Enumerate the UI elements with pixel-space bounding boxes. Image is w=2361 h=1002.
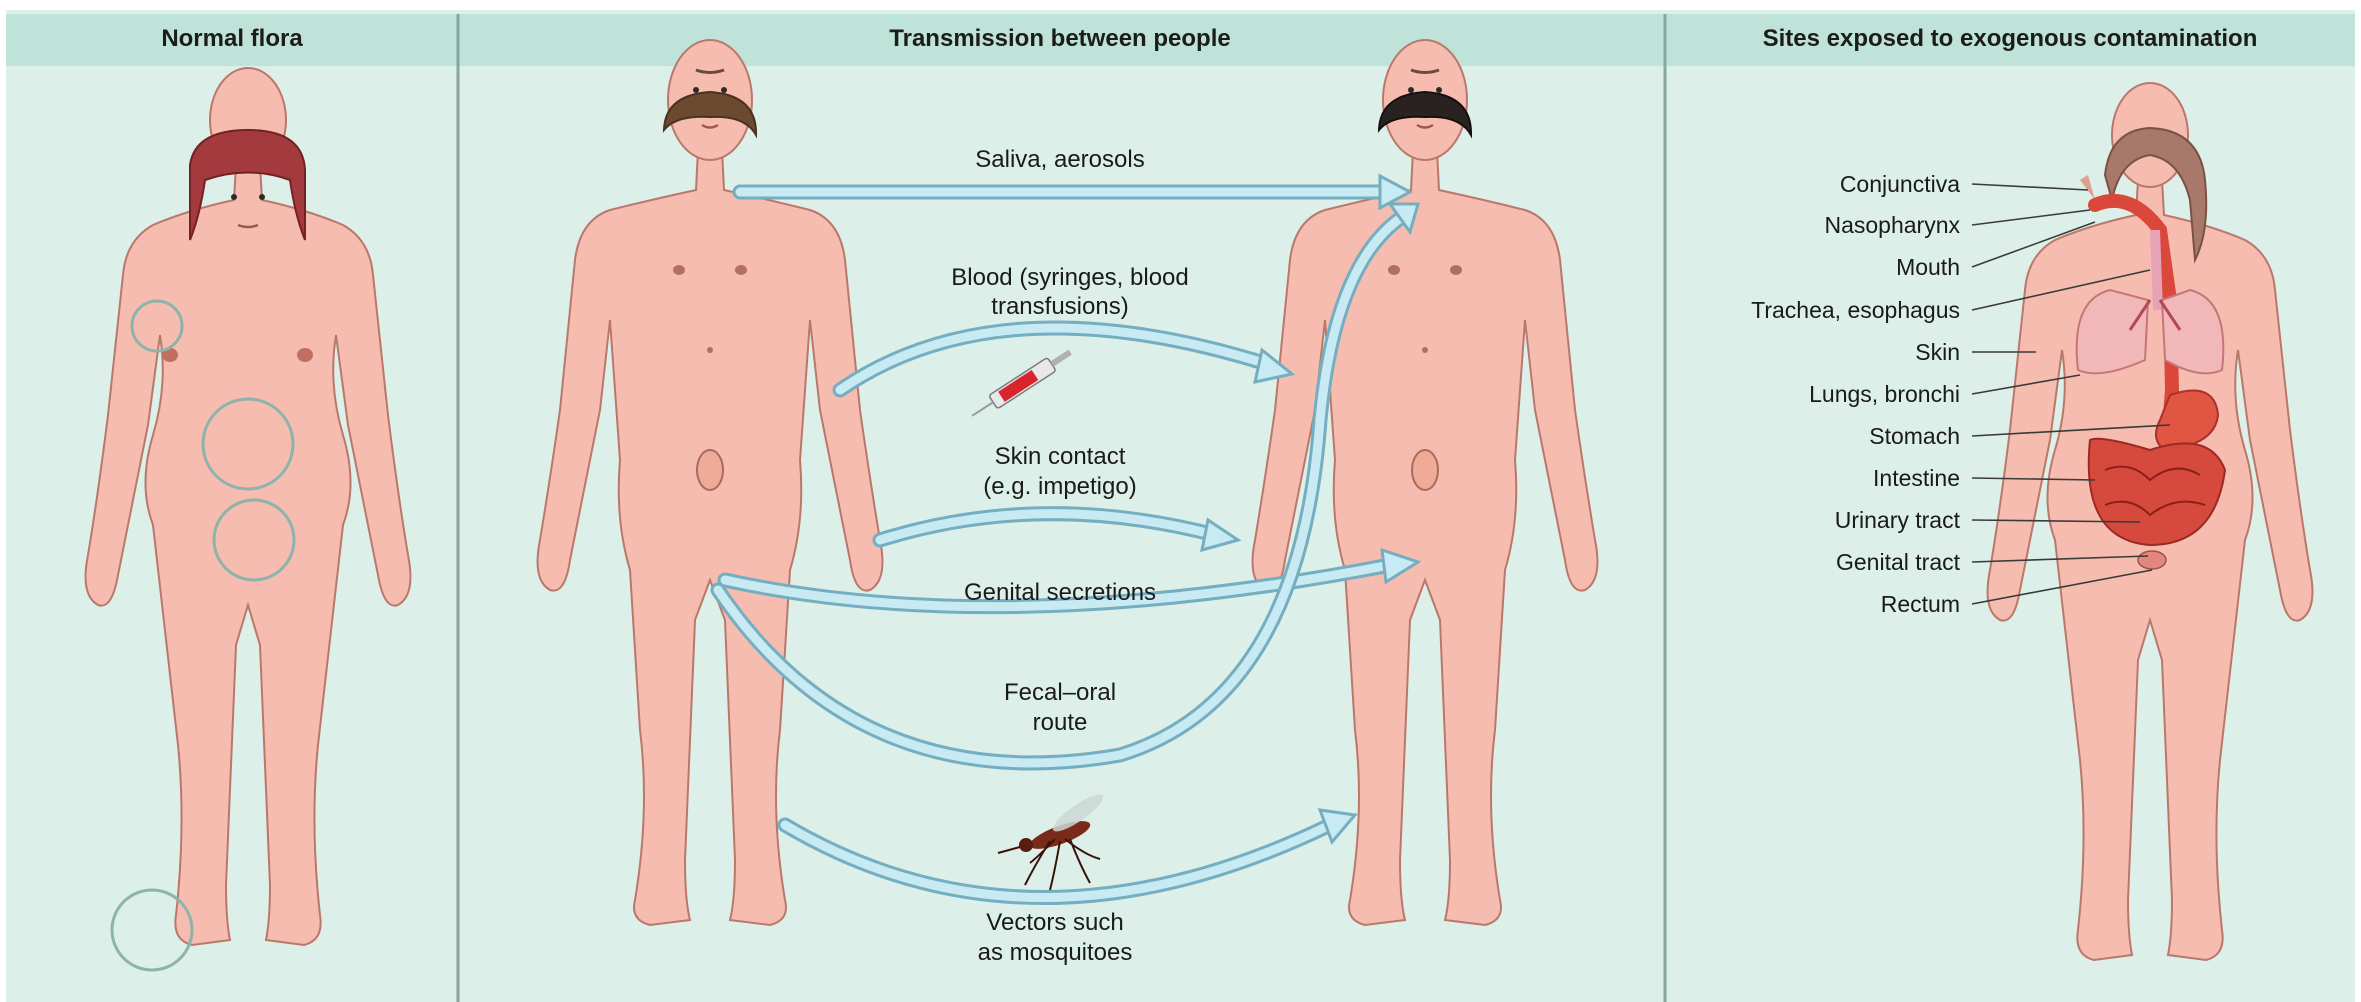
panel-title-transmission: Transmission between people xyxy=(889,25,1230,52)
route-label-blood-line2: transfusions) xyxy=(991,293,1128,320)
site-label: Urinary tract xyxy=(1835,507,1961,533)
site-label: Genital tract xyxy=(1836,549,1961,575)
route-label-vectors-line2: as mosquitoes xyxy=(978,939,1133,966)
site-label: Conjunctiva xyxy=(1840,171,1960,197)
route-label-fecal-line1: Fecal–oral xyxy=(1004,679,1116,706)
site-label: Lungs, bronchi xyxy=(1809,381,1960,407)
site-label: Stomach xyxy=(1869,423,1960,449)
panel-title-normal-flora: Normal flora xyxy=(161,25,303,52)
site-label: Mouth xyxy=(1896,254,1960,280)
route-label-fecal-line2: route xyxy=(1033,709,1088,736)
panel-title-exogenous: Sites exposed to exogenous contamination xyxy=(1763,25,2258,52)
site-label: Nasopharynx xyxy=(1824,212,1960,238)
site-label: Rectum xyxy=(1881,591,1960,617)
route-label-vectors-line1: Vectors such xyxy=(986,909,1123,936)
site-label: Skin xyxy=(1915,339,1960,365)
route-label-skin-line2: (e.g. impetigo) xyxy=(983,473,1136,500)
route-label-blood-line1: Blood (syringes, blood xyxy=(951,264,1188,291)
route-label-skin-line1: Skin contact xyxy=(995,443,1126,470)
route-label-saliva: Saliva, aerosols xyxy=(975,146,1144,173)
site-label: Trachea, esophagus xyxy=(1751,297,1960,323)
site-label: Intestine xyxy=(1873,465,1960,491)
route-label-genital: Genital secretions xyxy=(964,579,1156,606)
